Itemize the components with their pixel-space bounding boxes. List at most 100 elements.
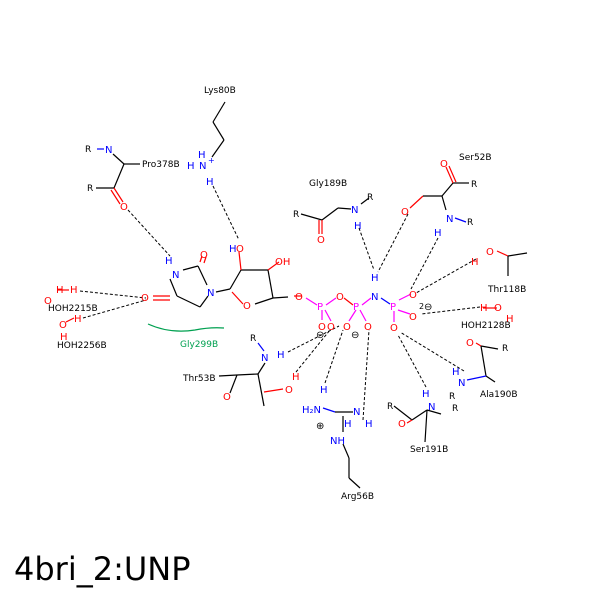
- label-hoh2256: HOH2256B: [57, 341, 107, 351]
- atom-thr118-og: O: [486, 247, 494, 258]
- atom-thr53-hog: H: [292, 372, 300, 383]
- atom-gly-r1: R: [293, 210, 299, 220]
- atom-h-o2p: H: [229, 244, 237, 255]
- atom-ser52-r2: R: [467, 218, 473, 228]
- atom-pro-o: O: [120, 202, 128, 213]
- atom-gly-h: H: [354, 221, 362, 232]
- label-ser191: Ser191B: [410, 445, 448, 455]
- atom-arg-charge: ⊕: [316, 421, 324, 432]
- atom-pg: P: [390, 302, 396, 313]
- hbond-ser191: [397, 334, 427, 388]
- atom-gly-o: O: [317, 235, 325, 246]
- atom-thr53-r: R: [250, 334, 256, 344]
- ligand-bonds: [153, 251, 412, 322]
- atom-o3p: OH: [275, 257, 290, 268]
- atom-pb: P: [353, 302, 359, 313]
- atom-ser191-n: N: [428, 402, 435, 413]
- atom-thr118-h: H: [471, 257, 479, 268]
- atom-hoh2128-h1: H: [480, 303, 488, 314]
- hbond-arg56-a: [362, 329, 370, 421]
- atom-o4p: O: [243, 301, 251, 312]
- residue-labels: Lys80B Pro378B Gly189B Ser52B Thr118B HO…: [48, 86, 526, 502]
- atom-arg-h2: H: [365, 419, 373, 430]
- atom-ser191-r2: R: [452, 404, 458, 414]
- atom-thr53-n: N: [261, 353, 268, 364]
- atom-o2a: O: [327, 322, 335, 333]
- atom-hoh2256-o: O: [59, 320, 67, 331]
- hydrophobic-arc-gly299: [147, 323, 225, 332]
- atom-hoh2256-h1: H: [60, 332, 68, 343]
- label-arg56: Arg56B: [341, 492, 374, 502]
- label-pro378: Pro378B: [142, 160, 180, 170]
- atom-n3b: N: [371, 292, 378, 303]
- label-hoh2215: HOH2215B: [48, 304, 98, 314]
- hbond-ala190: [399, 331, 465, 372]
- hbond-thr53-o: [295, 329, 331, 373]
- atom-thr53-og: O: [285, 385, 293, 396]
- atom-o1g: O: [409, 290, 417, 301]
- atom-ala-r2: R: [449, 392, 455, 402]
- atom-o1b: O: [343, 322, 351, 333]
- atom-o5p: O: [295, 292, 303, 303]
- atom-o3g: O: [390, 323, 398, 334]
- atom-lys-h3: H: [206, 177, 214, 188]
- hbond-gly189: [358, 227, 375, 271]
- atom-hoh2215-o: O: [44, 296, 52, 307]
- atom-lys-plus: +: [208, 156, 215, 165]
- atom-gly-n: N: [351, 205, 358, 216]
- atom-charge-2: 2: [419, 302, 424, 311]
- atom-arg-ne: NH: [330, 436, 345, 447]
- atom-ser191-o: O: [398, 419, 406, 430]
- atom-pro-r2: R: [87, 184, 93, 194]
- atom-ser191-h: H: [422, 389, 430, 400]
- atom-ala-r1: R: [502, 344, 508, 354]
- atom-ala-o: O: [466, 338, 474, 349]
- atom-lys-nz: N: [199, 161, 206, 172]
- atom-n1: N: [207, 288, 214, 299]
- atom-thr53-o: O: [223, 392, 231, 403]
- ligand-title: 4bri_2:UNP: [14, 550, 191, 588]
- atom-lys-h2: H: [198, 150, 206, 161]
- atom-pro-r1: R: [85, 145, 91, 155]
- atom-charge-minus-a: ⊖: [316, 330, 324, 341]
- atom-n3: N: [172, 270, 179, 281]
- residue-bonds: [58, 101, 528, 489]
- atom-ser52-h: H: [434, 228, 442, 239]
- atom-charge-minus-g: ⊖: [424, 302, 432, 313]
- hbond-ser52: [377, 213, 409, 273]
- atom-o1a: O: [318, 322, 326, 333]
- atom-ser191-r1: R: [387, 402, 393, 412]
- hydrogen-bonds: [79, 185, 481, 421]
- label-ser52: Ser52B: [459, 153, 492, 163]
- atom-arg-h1: H: [320, 385, 328, 396]
- atom-o2b: O: [364, 322, 372, 333]
- hbond-lys80: [212, 185, 240, 241]
- atom-hoh2215-h2: H: [70, 285, 78, 296]
- atom-ala-n: N: [458, 378, 465, 389]
- atom-ser52-r1: R: [471, 180, 477, 190]
- atom-o3a: O: [336, 292, 344, 303]
- atom-ser52-n: N: [446, 214, 453, 225]
- hbond-thr118: [415, 258, 477, 294]
- atom-ala-h: H: [452, 367, 460, 378]
- atom-gly-r2: R: [367, 193, 373, 203]
- atom-o2p: O: [236, 244, 244, 255]
- label-ala190: Ala190B: [480, 390, 518, 400]
- atom-hoh2215-h1: H: [56, 285, 64, 296]
- atom-arg-nh2: N: [353, 407, 360, 418]
- atom-h-n3b: H: [371, 273, 379, 284]
- atom-thr53-hn: H: [277, 350, 285, 361]
- atom-ser52-o: O: [440, 159, 448, 170]
- hbond-hoh2256: [82, 299, 147, 319]
- label-gly299: Gly299B: [180, 340, 218, 350]
- atom-charge-minus-b: ⊖: [351, 330, 359, 341]
- label-hoh2128: HOH2128B: [461, 321, 511, 331]
- atom-pro-n: N: [105, 145, 112, 156]
- hbond-pro378: [127, 209, 171, 257]
- atom-ser52-og: O: [401, 207, 409, 218]
- atom-h-n3: H: [165, 256, 173, 267]
- atom-lys-h1: H: [187, 161, 195, 172]
- label-thr53: Thr53B: [182, 374, 216, 384]
